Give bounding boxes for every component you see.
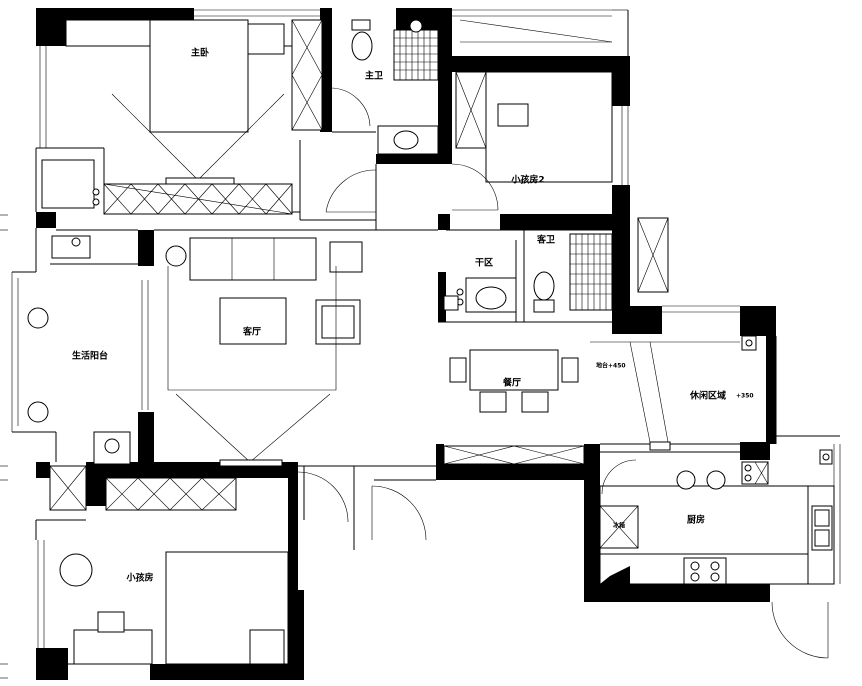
kitchen: 厨房 冰箱: [599, 449, 835, 659]
living-balcony: 生活阳台: [27, 235, 131, 465]
walls: [36, 8, 776, 680]
guest-bath: 客卫: [533, 217, 669, 313]
wall-kitchen-top-right: [740, 442, 770, 460]
wall-kids-right-top: [288, 462, 298, 592]
wall-bath-right: [438, 8, 452, 164]
shower: [569, 233, 613, 311]
wall-bath-bottom: [376, 154, 452, 164]
bed: [149, 19, 249, 133]
stove: [683, 557, 727, 585]
wall-guest-right: [612, 230, 630, 310]
wall-living-left-top: [138, 230, 154, 266]
dining-room: 餐厅: [449, 349, 579, 413]
wall-kitchen-top-left: [584, 444, 600, 460]
wall-leisure-right: [766, 336, 776, 444]
room-label-kids-room-2: 小孩房2: [510, 174, 544, 186]
toilet: [533, 271, 555, 301]
master-bedroom: 主卧: [41, 19, 377, 215]
wardrobe: [291, 19, 323, 131]
tv-bar: [219, 459, 283, 467]
wall-corner-nw: [36, 8, 66, 46]
wall-kitchen-left: [584, 444, 600, 602]
nightstand: [65, 19, 151, 47]
wall-kids-bottom: [36, 648, 68, 680]
wall-balcony-bottom: [36, 462, 50, 478]
room-label-dining-room: 餐厅: [502, 377, 521, 389]
toilet: [351, 31, 373, 61]
tv-bar: [165, 177, 235, 185]
room-label-guest-bath: 客卫: [536, 234, 555, 246]
wall-kids2-top: [452, 56, 628, 72]
wall-bath-left: [320, 8, 332, 132]
wall-guest-block: [612, 306, 662, 334]
bed: [485, 71, 613, 183]
wall-kids2-bl: [438, 214, 450, 230]
wall-balcony-left: [36, 212, 56, 228]
room-label-kids-room: 小孩房: [125, 572, 153, 584]
toilet: [533, 299, 555, 313]
wall-dining-bottom: [436, 464, 584, 480]
sofa: [189, 237, 317, 281]
living-room: 客厅: [165, 237, 363, 467]
room-label-leisure-area: 休闲区域: [689, 390, 726, 402]
nightstand: [249, 629, 285, 665]
wall-kids-bottom-right: [150, 664, 304, 680]
wall-kids-top-left: [86, 462, 106, 506]
toilet: [351, 19, 371, 31]
wall-kids2-right: [612, 56, 630, 106]
room-label-living-balcony: 生活阳台: [72, 350, 108, 362]
room-label-dry-zone: 干区: [475, 258, 493, 269]
wall-kitchen-bottom: [584, 584, 770, 602]
dry-zone: 干区: [443, 230, 525, 322]
wall-living-left-bottom: [138, 412, 154, 466]
room-label-master-bath: 主卫: [365, 70, 383, 82]
wall-dining-left: [436, 444, 444, 480]
kids-room-2: 小孩房2: [451, 71, 613, 211]
wall-kids-right: [288, 590, 304, 680]
room-label-kitchen: 厨房: [687, 514, 705, 526]
wall-top-master: [36, 8, 194, 20]
wall-kids2-bottom: [500, 214, 630, 230]
room-label-living-room: 客厅: [242, 326, 261, 338]
wall-dry-left: [438, 272, 446, 322]
nightstand: [497, 103, 529, 127]
dining-table: [469, 349, 559, 391]
appliance-label: 冰箱: [613, 522, 625, 530]
leisure-area-note: +350: [736, 393, 754, 400]
desk: [73, 629, 153, 665]
room-label-master-bedroom: 主卧: [191, 47, 209, 59]
shower: [393, 29, 439, 81]
coffee-table: [219, 297, 287, 345]
wall-leisure-corner: [740, 306, 776, 336]
master-bath: 主卫: [329, 19, 439, 155]
step-note: 地台+450: [596, 362, 626, 370]
leisure-area: 地台+450 休闲区域 +350: [596, 335, 757, 402]
nightstand: [247, 23, 285, 55]
kids-room: 小孩房: [49, 465, 427, 665]
wardrobe: [105, 477, 237, 511]
